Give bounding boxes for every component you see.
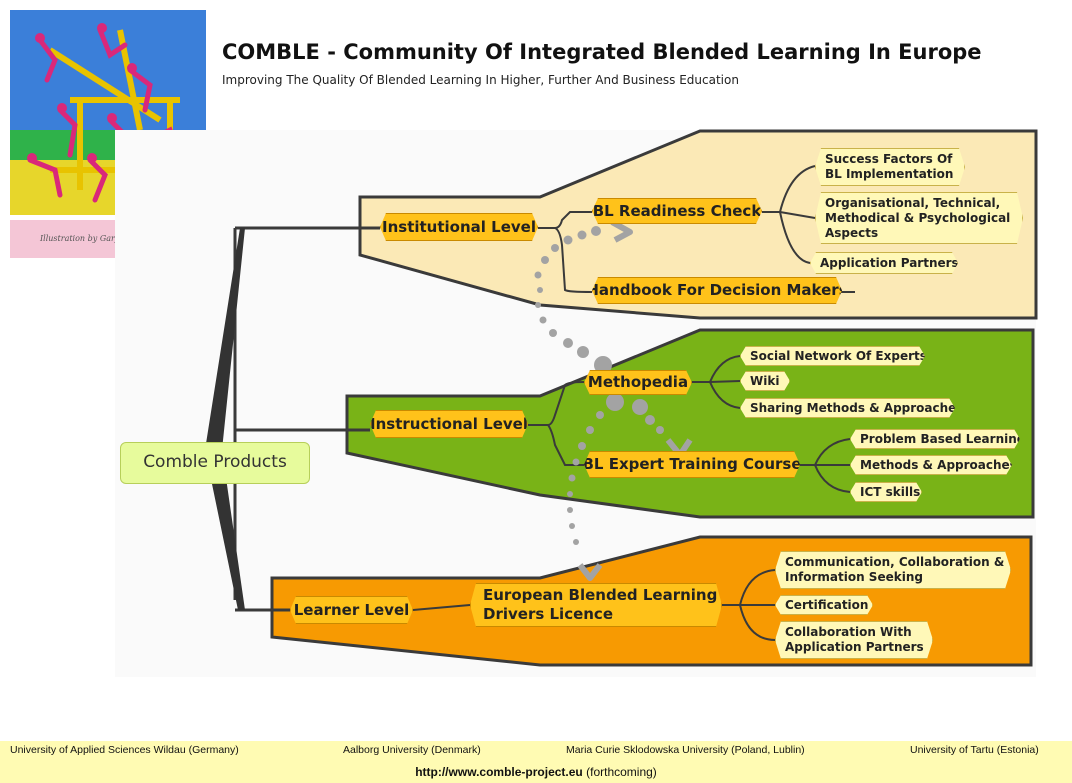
partner-lublin: Maria Curie Sklodowska University (Polan…: [566, 744, 805, 756]
institutional-level-node: Institutional Level: [380, 213, 538, 241]
partner-tartu: University of Tartu (Estonia): [910, 744, 1039, 756]
social-network-node: Social Network Of Experts: [740, 346, 925, 366]
handbook-node: Handbook For Decision Makers: [592, 277, 842, 304]
comble-products-node: Comble Products: [120, 442, 310, 484]
collaboration-node: Collaboration With Application Partners: [775, 621, 933, 659]
partner-list: University of Applied Sciences Wildau (G…: [0, 741, 1072, 761]
organisational-line-1: Organisational, Technical,: [825, 195, 1001, 210]
organisational-aspects-node: Organisational, Technical, Methodical & …: [815, 192, 1023, 244]
learner-level-node: Learner Level: [290, 596, 413, 624]
page-title: COMBLE - Community Of Integrated Blended…: [222, 40, 982, 64]
collaboration-line-1: Collaboration With: [785, 625, 912, 639]
sharing-methods-node: Sharing Methods & Approaches: [740, 398, 955, 418]
success-factors-line-2: BL Implementation: [825, 167, 954, 181]
bl-expert-training-node: BL Expert Training Course: [584, 451, 800, 478]
project-url-line: http://www.comble-project.eu (forthcomin…: [0, 765, 1072, 779]
drivers-licence-node: European Blended Learning Drivers Licenc…: [470, 583, 722, 627]
root-wedge: [205, 228, 245, 610]
project-url-note: (forthcoming): [586, 765, 657, 779]
partner-wildau: University of Applied Sciences Wildau (G…: [10, 744, 239, 756]
ict-skills-node: ICT skills: [850, 482, 922, 502]
communication-node: Communication, Collaboration & Informati…: [775, 551, 1011, 589]
communication-line-1: Communication, Collaboration &: [785, 555, 1005, 569]
methods-approaches-node: Methods & Approaches: [850, 455, 1012, 475]
partner-aalborg: Aalborg University (Denmark): [343, 744, 481, 756]
success-factors-line-1: Success Factors Of: [825, 152, 953, 166]
bl-readiness-check-node: BL Readiness Check: [592, 198, 762, 224]
organisational-line-2: Methodical & Psychological: [825, 210, 1011, 225]
drivers-licence-line-2: Drivers Licence: [483, 605, 613, 623]
arrowhead-licence: [577, 563, 603, 581]
problem-based-learning-node: Problem Based Learning: [850, 429, 1020, 449]
wiki-node: Wiki: [740, 371, 790, 391]
project-url-link[interactable]: http://www.comble-project.eu: [415, 765, 583, 779]
success-factors-node: Success Factors Of BL Implementation: [815, 148, 965, 186]
certification-node: Certification: [775, 595, 873, 615]
collaboration-line-2: Application Partners: [785, 640, 924, 654]
application-partners-node: Application Partners: [810, 252, 958, 274]
instructional-level-node: Instructional Level: [370, 410, 528, 438]
drivers-licence-line-1: European Blended Learning: [483, 586, 718, 605]
communication-line-2: Information Seeking: [785, 570, 923, 584]
page-subtitle: Improving The Quality Of Blended Learnin…: [222, 73, 739, 87]
arrowhead-readiness: [610, 219, 633, 243]
methopedia-node: Methopedia: [584, 370, 692, 395]
organisational-line-3: Aspects: [825, 225, 879, 240]
footer: University of Applied Sciences Wildau (G…: [0, 741, 1072, 783]
